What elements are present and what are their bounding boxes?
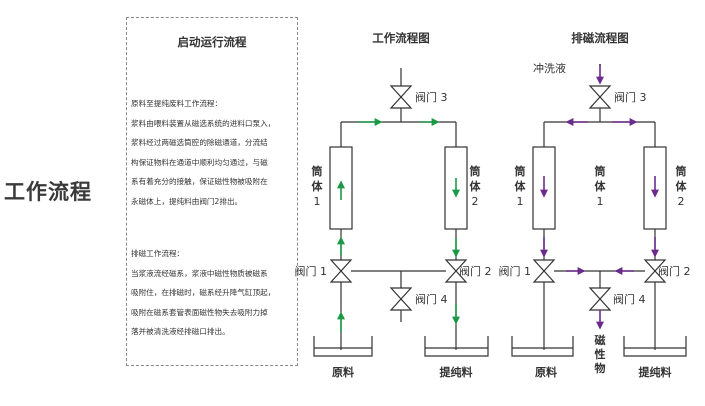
text-line: 系有着充分的接触，保证磁性物被吸附在 xyxy=(131,177,268,187)
work-diagram-title: 工作流程图 xyxy=(372,31,430,45)
valve-1-lower xyxy=(532,270,556,283)
discharge-flow-diagram: 排磁流程图 冲洗液 阀门 3 筒 体 1 筒 体 1 筒 体 2 xyxy=(499,31,691,379)
tube-label-middle: 筒 xyxy=(595,164,606,178)
valve-4-upper xyxy=(588,287,612,300)
magnetic-output-label: 磁 xyxy=(595,333,606,347)
valve-3-lower xyxy=(588,96,612,109)
valve-4-lower xyxy=(588,298,612,311)
valve-4-upper xyxy=(389,287,413,300)
product-tank xyxy=(424,336,489,357)
tube-1-label: 体 xyxy=(515,179,527,193)
product-tank-label: 提纯料 xyxy=(639,365,672,379)
text-line: 构保证物料在通道中顺利均匀通过，与磁 xyxy=(131,157,268,167)
valve-1-lower xyxy=(329,270,353,283)
feed-tank xyxy=(511,336,574,357)
tube-1-label: 筒 xyxy=(312,164,323,178)
text-line: 排磁工作流程： xyxy=(131,249,185,258)
valve-3-label: 阀门 3 xyxy=(614,90,647,104)
valve-1-label: 阀门 1 xyxy=(295,264,328,278)
magnetic-output-label: 物 xyxy=(595,361,606,375)
valve-2-label: 阀门 2 xyxy=(459,264,492,278)
tube-2-label: 2 xyxy=(472,195,479,208)
product-tank-label: 提纯料 xyxy=(440,365,473,379)
feed-tank-label: 原料 xyxy=(332,365,354,379)
tube-2-label: 筒 xyxy=(470,164,481,178)
product-tank xyxy=(623,336,687,357)
description-title: 启动运行流程 xyxy=(177,35,247,49)
discharge-process-text: 排磁工作流程： 当浆液流经磁系，浆液中磁性物质被磁系 吸附住，在排磁时，磁系经升… xyxy=(131,244,294,342)
tube-1-label: 筒 xyxy=(515,164,526,178)
valve-1-upper xyxy=(329,259,353,272)
text-line: 永磁体上，提纯料由阀门2排出。 xyxy=(131,196,243,206)
text-line: 吸附住，在排磁时，磁系经升降气缸顶起， xyxy=(131,288,276,298)
valve-2-upper xyxy=(444,259,468,272)
tube-2-label: 筒 xyxy=(676,164,687,178)
valve-3-upper xyxy=(389,85,413,98)
valve-3-label: 阀门 3 xyxy=(415,90,448,104)
feed-tank-label: 原料 xyxy=(535,365,557,379)
tube-1-label: 1 xyxy=(314,195,321,208)
valve-4-label: 阀门 4 xyxy=(415,292,448,306)
text-line: 当浆液流经磁系，浆液中磁性物质被磁系 xyxy=(131,268,268,278)
feed-tank xyxy=(313,336,373,357)
wash-liquid-label: 冲洗液 xyxy=(533,61,566,75)
text-line: 原料至提纯废料工作流程： xyxy=(131,99,223,108)
valve-3-upper xyxy=(588,85,612,98)
valve-4-label: 阀门 4 xyxy=(613,292,646,306)
magnetic-output-label: 性 xyxy=(595,347,606,361)
tube-2-label: 体 xyxy=(676,179,688,193)
tube-label-middle: 体 xyxy=(595,179,607,193)
valve-3-lower xyxy=(389,96,413,109)
text-line: 吸附在磁系套管表面磁性物失去吸附力掉 xyxy=(131,307,268,317)
discharge-diagram-title: 排磁流程图 xyxy=(571,31,629,45)
page-title: 工作流程 xyxy=(4,180,92,204)
tube-2-label: 体 xyxy=(470,179,482,193)
valve-2-upper xyxy=(643,259,667,272)
work-flow-diagram: 工作流程图 阀门 3 筒 体 1 筒 体 2 阀门 1 xyxy=(295,31,492,379)
tube-1-label: 体 xyxy=(312,179,324,193)
valve-1-label: 阀门 1 xyxy=(499,264,532,278)
description-panel: 启动运行流程 原料至提纯废料工作流程： 浆料由喂料装置从磁选系统的进料口泵入， … xyxy=(126,17,298,366)
tube-2-label: 2 xyxy=(678,195,685,208)
text-line: 浆料经过两磁选筒腔的除磁通道，分流结 xyxy=(131,138,268,148)
text-line: 浆料由喂料装置从磁选系统的进料口泵入， xyxy=(131,118,276,128)
text-line: 落并被清洗液经排磁口排出。 xyxy=(131,327,230,337)
tube-1-label: 1 xyxy=(517,195,524,208)
valve-4-lower xyxy=(389,298,413,311)
tube-label-middle: 1 xyxy=(597,195,604,208)
valve-2-label: 阀门 2 xyxy=(658,264,691,278)
work-process-text: 原料至提纯废料工作流程： 浆料由喂料装置从磁选系统的进料口泵入， 浆料经过两磁选… xyxy=(131,94,294,212)
valve-1-upper xyxy=(532,259,556,272)
